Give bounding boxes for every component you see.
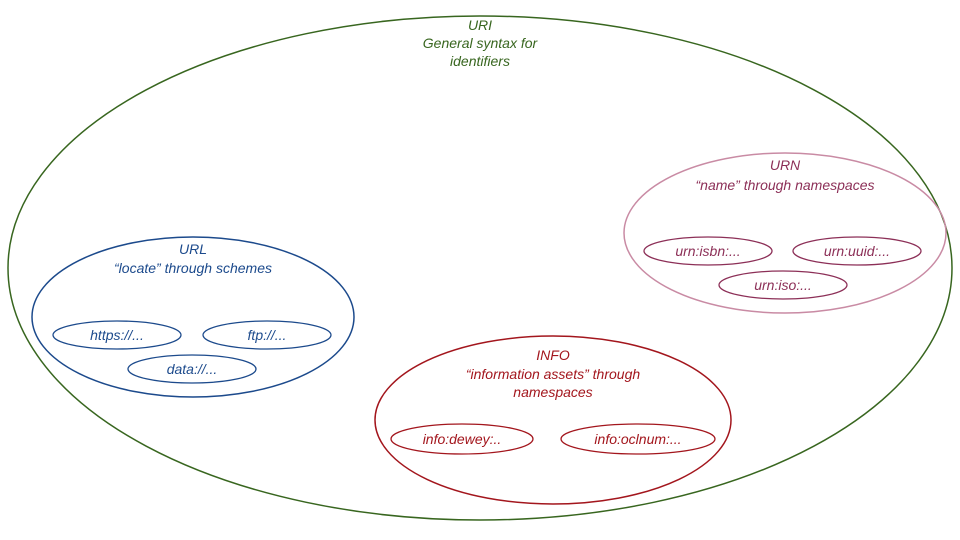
urn-ellipse xyxy=(623,152,947,314)
info-item-oclnum-ellipse xyxy=(560,423,716,455)
url-item-https-ellipse xyxy=(52,320,182,350)
uri-ellipse xyxy=(7,15,953,521)
uri-title: URI xyxy=(468,17,492,33)
urn-item-isbn-ellipse xyxy=(643,236,773,266)
urn-item-iso: urn:iso:... xyxy=(754,277,812,293)
urn-item-iso-ellipse xyxy=(718,270,848,300)
url-item-ftp: ftp://... xyxy=(248,327,287,343)
info-title: INFO xyxy=(536,347,570,363)
url-item-data: data://... xyxy=(167,361,218,377)
uri-description-line2: identifiers xyxy=(450,53,510,69)
info-item-oclnum: info:oclnum:... xyxy=(594,431,681,447)
url-item-ftp-ellipse xyxy=(202,320,332,350)
urn-title: URN xyxy=(770,157,801,173)
urn-subtitle: “name” through namespaces xyxy=(696,177,875,193)
url-ellipse xyxy=(31,236,355,398)
url-item-data-ellipse xyxy=(127,354,257,384)
urn-item-uuid-ellipse xyxy=(792,236,922,266)
info-item-dewey: info:dewey:.. xyxy=(423,431,502,447)
uri-description-line1: General syntax for xyxy=(423,35,539,51)
urn-item-uuid: urn:uuid:... xyxy=(824,243,890,259)
info-description-line1: “information assets” through xyxy=(466,366,641,382)
url-subtitle: “locate” through schemes xyxy=(114,260,272,276)
info-description-line2: namespaces xyxy=(513,384,592,400)
info-item-dewey-ellipse xyxy=(390,423,534,455)
url-item-https: https://... xyxy=(90,327,144,343)
url-title: URL xyxy=(179,241,207,257)
urn-item-isbn: urn:isbn:... xyxy=(675,243,740,259)
info-ellipse xyxy=(374,335,732,505)
